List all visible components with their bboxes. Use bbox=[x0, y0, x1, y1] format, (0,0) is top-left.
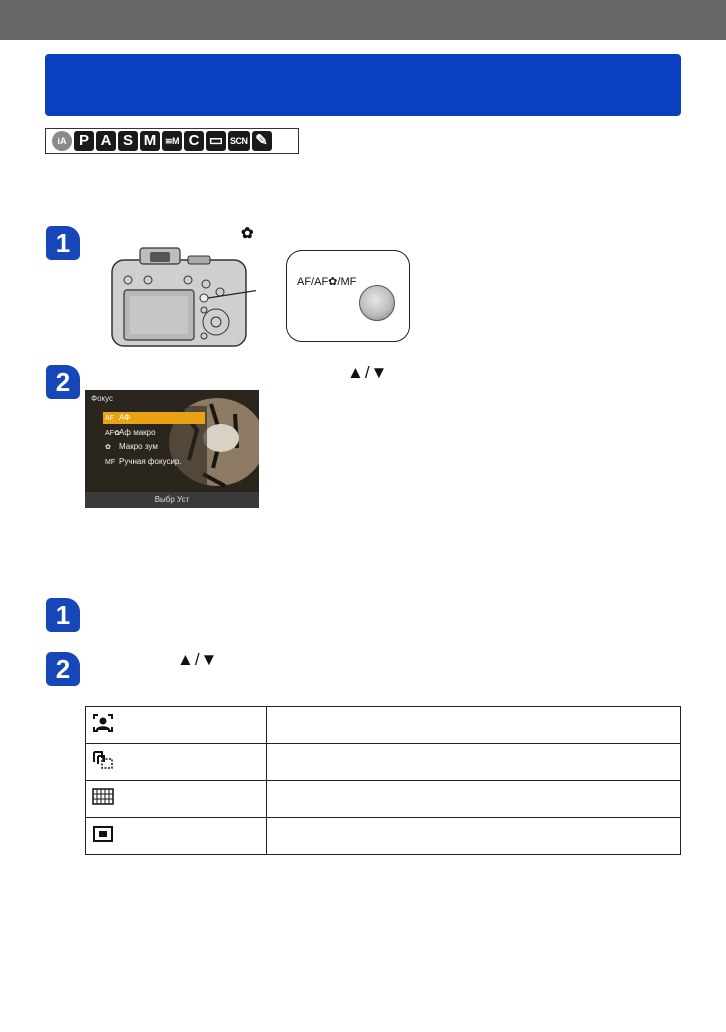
table-row bbox=[85, 743, 681, 781]
23-area-icon bbox=[92, 787, 114, 805]
menu-title: Фокус bbox=[91, 394, 114, 403]
top-header-bar bbox=[0, 0, 726, 40]
step-badge-3: 1 bbox=[46, 598, 80, 632]
menu-item-code: MF bbox=[105, 459, 116, 466]
table-cell-icon bbox=[85, 706, 267, 744]
manual-mode-icon: M bbox=[140, 131, 160, 151]
af-mode-table bbox=[85, 706, 681, 855]
menu-footer: Выбр Уст bbox=[85, 492, 259, 508]
menu-item-label: Ручная фокусир. bbox=[119, 457, 182, 466]
table-cell-description bbox=[266, 743, 681, 781]
table-cell-description bbox=[266, 706, 681, 744]
creative-video-mode-icon: ≌M bbox=[162, 131, 182, 151]
button-callout: AF/AF✿/MF bbox=[286, 250, 410, 342]
menu-item-macro-zoom: ✿ Макро зум bbox=[103, 441, 205, 453]
menu-item-code: AF✿ bbox=[105, 430, 120, 437]
menu-item-code: ✿ bbox=[105, 444, 111, 451]
up-down-arrows-icon: ▲/▼ bbox=[347, 363, 389, 382]
flower-macro-icon: ✿ bbox=[241, 225, 254, 242]
menu-item-label: Аф макро bbox=[119, 428, 156, 437]
table-row bbox=[85, 780, 681, 818]
section-title-bar bbox=[45, 54, 681, 116]
1-area-icon bbox=[93, 825, 113, 842]
tracking-af-icon bbox=[93, 750, 113, 769]
menu-item-af-macro: AF✿Аф макро bbox=[103, 427, 205, 439]
up-down-arrows-icon: ▲/▼ bbox=[177, 650, 219, 669]
scene-mode-icon: SCN bbox=[228, 131, 250, 151]
aperture-mode-icon: A bbox=[96, 131, 116, 151]
step-badge-4: 2 bbox=[46, 652, 80, 686]
table-cell-icon bbox=[85, 780, 267, 818]
table-cell-icon bbox=[85, 743, 267, 781]
intelligent-auto-mode-icon: iA bbox=[52, 131, 72, 151]
table-row bbox=[85, 706, 681, 744]
face-detection-icon bbox=[93, 713, 113, 732]
step-badge-2: 2 bbox=[46, 365, 80, 399]
menu-item-code: AF bbox=[105, 415, 114, 422]
camera-back-illustration bbox=[111, 247, 256, 347]
table-cell-description bbox=[266, 780, 681, 818]
program-mode-icon: P bbox=[74, 131, 94, 151]
step-badge-1: 1 bbox=[46, 226, 80, 260]
table-row bbox=[85, 817, 681, 855]
menu-item-label: Макро зум bbox=[119, 442, 158, 451]
menu-item-label: АФ bbox=[119, 413, 131, 422]
menu-item-af: AF АФ bbox=[103, 412, 205, 424]
table-cell-icon bbox=[85, 817, 267, 855]
panorama-mode-icon: ▭ bbox=[206, 131, 226, 151]
creative-control-mode-icon: ✎ bbox=[251, 131, 272, 151]
table-cell-description bbox=[266, 817, 681, 855]
custom-mode-icon: C bbox=[184, 131, 204, 151]
shutter-mode-icon: S bbox=[118, 131, 138, 151]
mode-icons-strip: iA P A S M ≌M C ▭ SCN ✎ bbox=[45, 128, 299, 154]
af-mf-button-label: AF/AF✿/MF bbox=[297, 276, 357, 288]
af-mf-button bbox=[359, 285, 395, 321]
